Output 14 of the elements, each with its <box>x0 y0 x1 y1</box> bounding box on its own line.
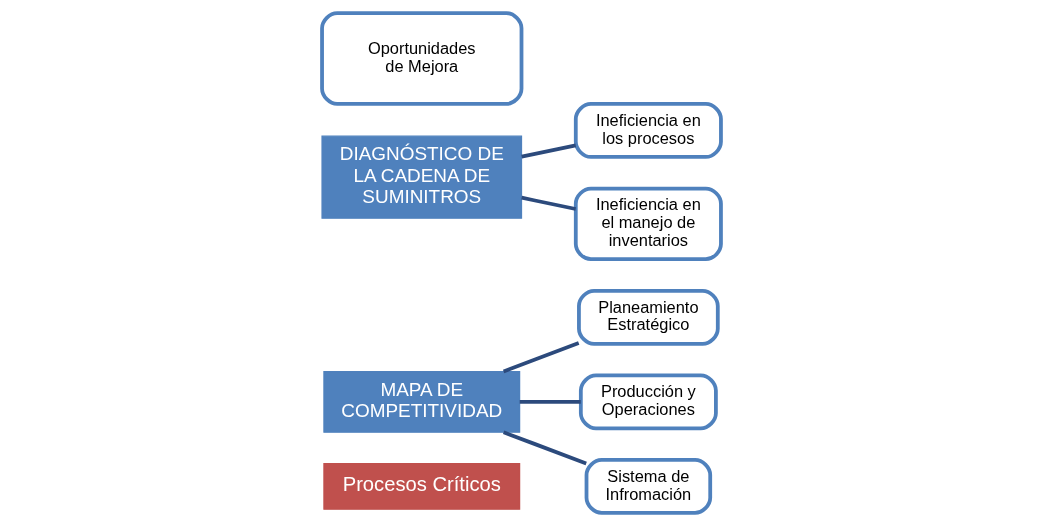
node-box: Oportunidades de Mejora <box>319 11 523 106</box>
node-box: Planeamiento Estratégico <box>576 288 720 346</box>
connector <box>520 143 576 159</box>
node-box: MAPA DE COMPETITIVIDAD <box>322 370 520 433</box>
connector <box>502 341 579 374</box>
node-box: Ineficiencia en los procesos <box>573 102 723 159</box>
node-box: Producción y Operaciones <box>578 373 718 431</box>
node-box: Sistema de Infromación <box>584 458 712 515</box>
node-box: Ineficiencia en el manejo de inventarios <box>573 186 723 262</box>
connector <box>520 195 576 211</box>
node-box: Procesos Críticos <box>322 463 520 510</box>
connector <box>519 399 581 404</box>
connector <box>502 430 587 466</box>
node-box: DIAGNÓSTICO DE LA CADENA DE SUMINITROS <box>320 135 522 219</box>
